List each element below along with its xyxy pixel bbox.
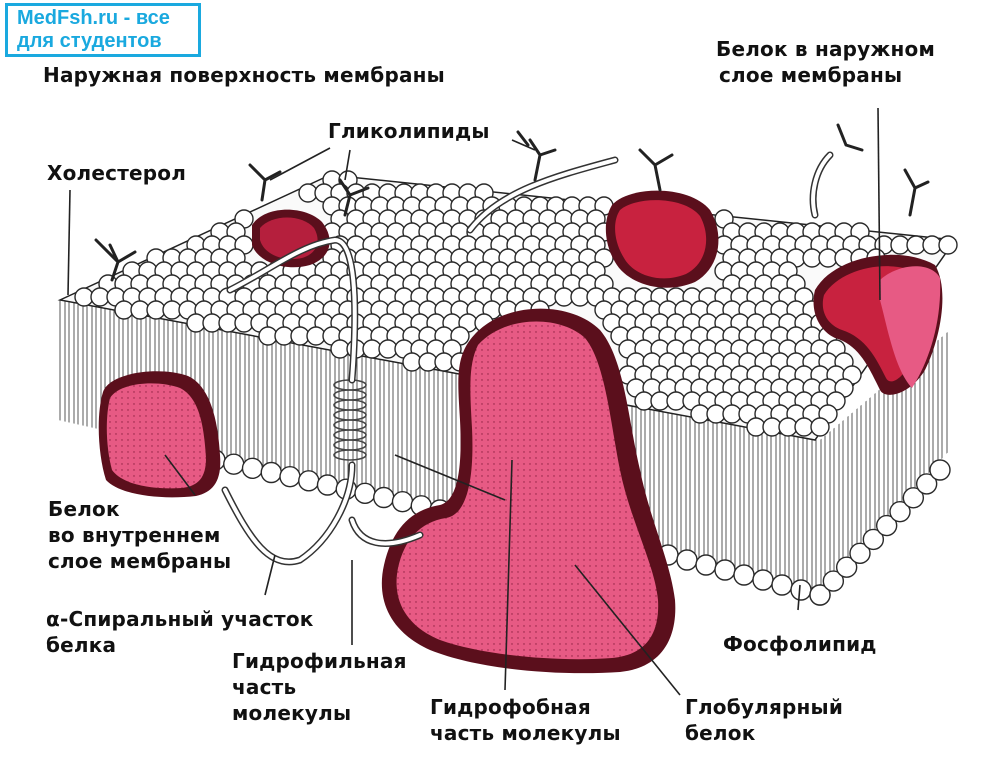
label-cholesterol: Холестерол <box>47 161 187 185</box>
phospholipid-head <box>835 556 858 578</box>
phospholipid-head <box>666 391 686 411</box>
phospholipid-head <box>258 326 278 346</box>
label-outer-surface: Наружная поверхность мембраны <box>43 63 445 87</box>
phospholipid-head <box>733 564 755 586</box>
phospholipid-head <box>922 235 942 255</box>
outer-layer-protein <box>813 254 943 395</box>
inner-layer-protein <box>98 371 221 498</box>
phospholipid-head <box>391 490 414 513</box>
phospholipid-head <box>938 235 958 255</box>
phospholipid-head <box>875 514 898 537</box>
phospholipid-head <box>889 500 911 523</box>
phospholipid-head <box>298 183 318 203</box>
globular-protein <box>381 308 676 674</box>
phospholipid-head <box>722 404 742 424</box>
phospholipid-head <box>274 326 294 346</box>
phospholipid-head <box>223 453 245 475</box>
phospholipid-head <box>362 339 382 359</box>
phospholipid-head <box>690 404 710 424</box>
label-glycolipids: Гликолипиды <box>328 119 490 143</box>
label-globular: Глобулярный белок <box>685 695 844 745</box>
glycolipid-sugars <box>94 123 930 282</box>
label-phospholipid: Фосфолипид <box>723 632 877 656</box>
phospholipid-head <box>809 584 831 606</box>
surface-protein-middle <box>605 190 719 288</box>
phospholipid-head <box>695 554 717 576</box>
phospholipid-head <box>802 248 822 268</box>
leader-lines <box>67 107 881 696</box>
phospholipid-head <box>778 417 798 437</box>
phospholipid-head <box>290 326 310 346</box>
phospholipid-head <box>241 457 264 480</box>
label-alpha-helix: α-Спиральный участок белка <box>46 607 314 657</box>
phospholipid-head <box>746 417 766 437</box>
phospholipid-head <box>818 248 838 268</box>
phospholipid-head <box>316 474 339 496</box>
phospholipid-head <box>373 486 395 509</box>
phospholipid-head <box>634 391 654 411</box>
phospholipid-head <box>279 465 301 488</box>
phospholipid-head <box>906 235 926 255</box>
label-outer-protein: Белок в наружном слое мембраны <box>716 37 936 87</box>
phospholipid-head <box>771 574 793 596</box>
label-hydrophilic: Гидрофильная часть молекулы <box>232 649 407 725</box>
label-inner-protein: Белок во внутреннем слое мембраны <box>48 497 232 573</box>
label-hydrophobic: Гидрофобная часть молекулы <box>430 695 621 745</box>
phospholipid-head <box>714 559 736 581</box>
phospholipid-head <box>762 417 782 437</box>
phospholipid-head <box>849 542 871 565</box>
phospholipid-head <box>822 570 845 592</box>
phospholipid-head <box>570 287 590 307</box>
phospholipid-head <box>902 487 925 509</box>
phospholipid-head <box>676 549 698 571</box>
phospholipid-head <box>929 459 951 481</box>
phospholipid-head <box>330 339 350 359</box>
phospholipid-head <box>650 391 670 411</box>
alpha-helix <box>333 379 367 461</box>
phospholipid-head <box>752 569 774 591</box>
phospholipid-head <box>378 339 398 359</box>
phospholipid-head <box>890 235 910 255</box>
phospholipid-head <box>810 417 830 437</box>
phospholipid-head <box>794 417 814 437</box>
phospholipid-head <box>402 352 422 372</box>
phospholipid-head <box>298 470 320 492</box>
phospholipid-head <box>862 528 885 551</box>
phospholipid-head <box>354 482 376 505</box>
watermark: MedFsh.ru - все для студентов <box>5 3 201 57</box>
phospholipid-head <box>260 461 282 484</box>
phospholipid-head <box>790 579 812 601</box>
phospholipid-head <box>706 404 726 424</box>
phospholipid-head <box>434 352 454 372</box>
phospholipid-head <box>554 287 574 307</box>
phospholipid-head <box>915 473 938 495</box>
phospholipid-head <box>418 352 438 372</box>
phospholipid-head <box>306 326 326 346</box>
